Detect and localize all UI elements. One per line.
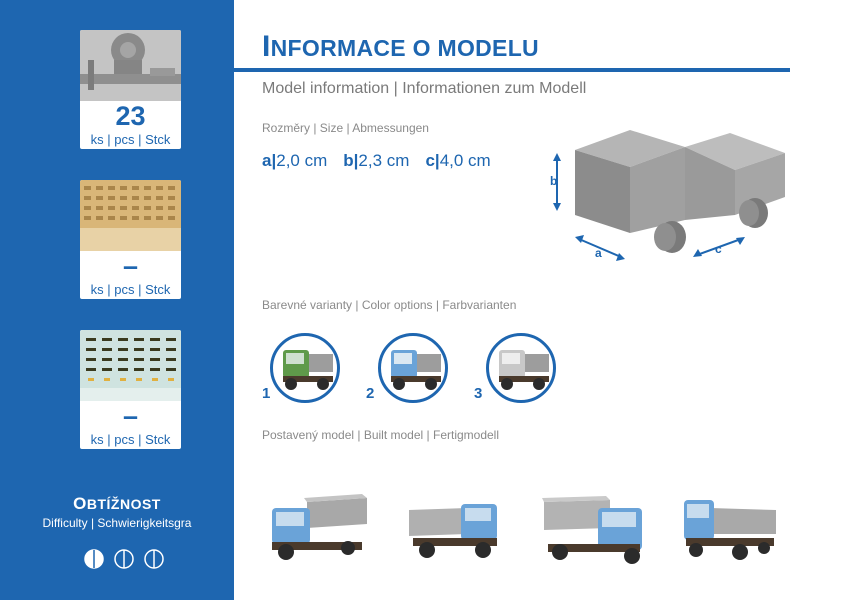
parts-count: – — [122, 401, 139, 431]
parts-count: 23 — [115, 101, 146, 131]
color-options-label: Barevné varianty | Color options | Farbv… — [262, 298, 517, 312]
parts-card-decals: – ks | pcs | Stck — [80, 330, 181, 449]
parts-units: ks | pcs | Stck — [90, 432, 171, 447]
built-model-photo-1 — [272, 494, 367, 560]
photo-etched-image — [80, 180, 181, 251]
difficulty-rating — [84, 549, 164, 569]
color-variant-1: 1 — [262, 333, 340, 403]
color-variant-2: 2 — [366, 333, 448, 403]
decal-sheet-image — [80, 330, 181, 401]
built-model-label: Postavený model | Built model | Fertigmo… — [262, 428, 500, 442]
parts-units: ks | pcs | Stck — [90, 282, 171, 297]
diagram-label-b: b — [550, 174, 557, 188]
parts-count: – — [122, 251, 139, 281]
plastic-parts-image — [80, 30, 181, 101]
parts-units: ks | pcs | Stck — [90, 132, 171, 147]
built-model-photo-2 — [409, 504, 497, 558]
variant-number: 1 — [262, 385, 271, 402]
dimensions-values: a|2,0 cm b|2,3 cm c|4,0 cm — [262, 151, 491, 171]
dimension-a: a|2,0 cm — [262, 151, 328, 170]
variant-image — [486, 333, 556, 403]
sidebar: 23 ks | pcs | Stck – ks | pcs | Stck — [0, 0, 234, 600]
difficulty-subtitle: Difficulty | Schwierigkeitsgra — [42, 516, 192, 530]
dimension-diagram: b a c — [550, 130, 785, 261]
dimensions-label: Rozměry | Size | Abmessungen — [262, 121, 429, 135]
variant-image — [270, 333, 340, 403]
parts-card-photoetch: – ks | pcs | Stck — [80, 180, 181, 299]
color-variant-3: 3 — [474, 333, 556, 403]
diagram-label-c: c — [715, 242, 722, 256]
dimension-c: c|4,0 cm — [425, 151, 491, 170]
parts-card-plastic: 23 ks | pcs | Stck — [80, 30, 181, 149]
page-subtitle: Model information | Informationen zum Mo… — [262, 80, 587, 97]
title-divider — [234, 68, 790, 72]
variant-number: 3 — [474, 385, 483, 402]
difficulty-level-icon — [84, 549, 104, 569]
difficulty-level-icon — [144, 549, 164, 569]
built-model-photo-3 — [542, 496, 642, 564]
built-model-photo-4 — [684, 500, 776, 560]
difficulty-title: OBTÍŽNOST — [73, 494, 161, 513]
variant-number: 2 — [366, 385, 375, 402]
diagram-label-a: a — [595, 246, 602, 260]
difficulty-level-icon — [114, 549, 134, 569]
dimension-b: b|2,3 cm — [343, 151, 410, 170]
page-title: INFORMACE O MODELU — [262, 30, 539, 63]
variant-image — [378, 333, 448, 403]
